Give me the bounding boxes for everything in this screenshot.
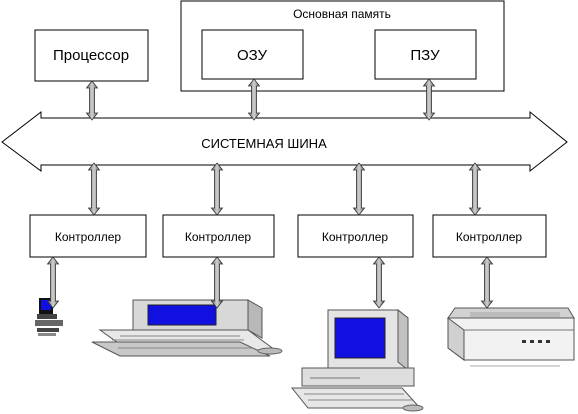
- controller-box-2: [162, 214, 275, 258]
- rom-to-bus-arrow: [422, 78, 436, 121]
- controller-2-to-device-arrow: [210, 256, 224, 309]
- controller-1-to-device-arrow: [46, 256, 60, 309]
- controller-box-4: [432, 214, 547, 258]
- processor-to-bus-arrow: [85, 80, 99, 121]
- controller-3-to-device-arrow: [372, 256, 386, 309]
- desktop-computer-icon: [290, 308, 424, 412]
- laptop-icon: [91, 299, 283, 357]
- controller-label-3: Контроллер: [322, 230, 389, 244]
- bus-to-controller-2-arrow: [210, 162, 224, 216]
- controller-label-4: Контроллер: [456, 230, 523, 244]
- main-memory-label: Основная память: [293, 7, 391, 21]
- controllers-group: Контроллер Контроллер Контроллер Контрол…: [29, 214, 547, 258]
- main-memory-group: Основная память ОЗУ ПЗУ: [180, 0, 505, 92]
- connection-arrows: [46, 78, 494, 309]
- bus-to-controller-4-arrow: [468, 162, 482, 216]
- ram-label: ОЗУ: [237, 47, 268, 64]
- system-bus: СИСТЕМНАЯ ШИНА: [1, 110, 568, 173]
- ram-to-bus-arrow: [247, 78, 261, 121]
- system-bus-label: СИСТЕМНАЯ ШИНА: [201, 136, 327, 151]
- printer-icon: [447, 307, 575, 367]
- laptop-screen: [147, 304, 217, 326]
- controller-label-2: Контроллер: [185, 230, 252, 244]
- processor-label: Процессор: [53, 47, 129, 64]
- keyboard-mouse-icon: [35, 298, 63, 336]
- system-bus-arrow: [1, 110, 568, 173]
- rom-box: [374, 29, 477, 80]
- bus-to-controller-1-arrow: [87, 162, 101, 216]
- controller-label-1: Контроллер: [55, 230, 122, 244]
- processor-box: [34, 29, 149, 82]
- desktop-screen: [334, 317, 386, 359]
- controller-box-3: [297, 214, 414, 258]
- rom-label: ПЗУ: [410, 47, 440, 64]
- processor-group: Процессор: [34, 29, 149, 82]
- controller-4-to-device-arrow: [480, 256, 494, 309]
- ram-box: [201, 29, 304, 80]
- controller-box-1: [29, 214, 147, 258]
- bus-to-controller-3-arrow: [352, 162, 366, 216]
